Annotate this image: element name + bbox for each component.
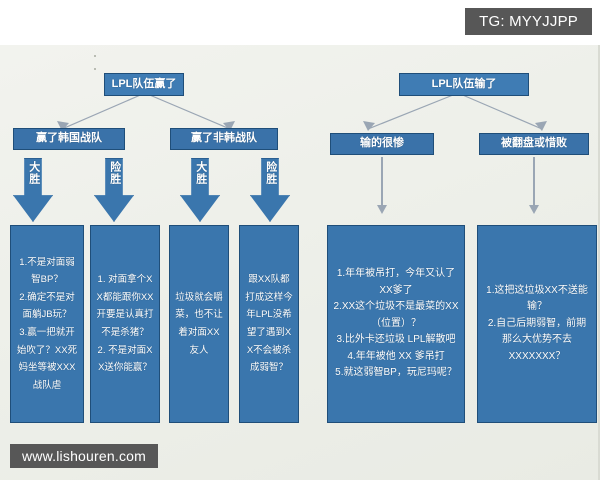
node-label: 被翻盘或惜败 bbox=[501, 137, 567, 150]
canvas-right-border bbox=[598, 45, 600, 480]
leaf-box-4[interactable]: 跟XX队都打成这样今年LPL没希望了遇到XX不会被杀成弱智？ bbox=[239, 225, 299, 423]
arrow-stem bbox=[533, 157, 535, 207]
diagram-canvas: LPL队伍赢了 LPL队伍输了 赢了韩国战队 赢了非韩战队 输的很惨 被翻盘或惜… bbox=[0, 45, 600, 480]
leaf-box-1[interactable]: 1.不是对面弱智BP？ 2.确定不是对面躺JB玩？ 3.赢一把就开始吹了？XX死… bbox=[10, 225, 84, 423]
node-lpl-win[interactable]: LPL队伍赢了 bbox=[104, 73, 184, 96]
arrow-head-icon bbox=[529, 205, 539, 214]
leaf-box-6[interactable]: 1.这把这垃圾XX不送能输？ 2.自己后期弱智，前期那么大优势不去XXXXXXX… bbox=[477, 225, 597, 423]
node-label: LPL队伍输了 bbox=[431, 77, 497, 90]
node-lpl-lose[interactable]: LPL队伍输了 bbox=[399, 73, 529, 96]
connector-lose-split bbox=[363, 92, 547, 131]
decorative-dot bbox=[94, 68, 96, 70]
watermark-top: TG: MYYJJPP bbox=[465, 8, 592, 35]
leaf-box-5[interactable]: 1.年年被吊打，今年又认了XX爹了 2.XX这个垃圾不是最菜的XX（位置）？ 3… bbox=[327, 225, 465, 423]
decorative-dot bbox=[94, 55, 96, 57]
edge-label: 大胜 bbox=[194, 161, 207, 185]
leaf-box-2[interactable]: 1. 对面拿个XX都能跟你XX开要是认真打不是杀猪？ 2. 不是对面XX送你能赢… bbox=[90, 225, 160, 423]
leaf-text: 1.年年被吊打，今年又认了XX爹了 2.XX这个垃圾不是最菜的XX（位置）？ 3… bbox=[333, 268, 459, 379]
connector-win-split bbox=[57, 92, 235, 131]
edge-arrow-big-win-korean: 大胜 bbox=[13, 158, 53, 222]
leaf-text: 1.这把这垃圾XX不送能输？ 2.自己后期弱智，前期那么大优势不去XXXXXXX… bbox=[486, 284, 588, 362]
edge-arrow-big-win-nonkorean: 大胜 bbox=[180, 158, 220, 222]
edge-label: 大胜 bbox=[27, 161, 40, 185]
node-label: 输的很惨 bbox=[360, 137, 404, 150]
leaf-text: 垃圾就会嚼菜，也不让着对面XX友人 bbox=[175, 291, 223, 356]
node-label: 赢了韩国战队 bbox=[36, 132, 102, 145]
edge-label: 险胜 bbox=[264, 161, 277, 185]
node-beat-korean-team[interactable]: 赢了韩国战队 bbox=[13, 128, 125, 150]
node-lost-badly[interactable]: 输的很惨 bbox=[330, 133, 434, 155]
leaf-box-3[interactable]: 垃圾就会嚼菜，也不让着对面XX友人 bbox=[169, 225, 229, 423]
arrow-head-icon bbox=[377, 205, 387, 214]
edge-arrow-narrow-win-nonkorean: 险胜 bbox=[250, 158, 290, 222]
edge-arrow-lost-badly bbox=[376, 157, 388, 215]
edge-arrow-comeback-loss bbox=[528, 157, 540, 215]
leaf-text: 1. 对面拿个XX都能跟你XX开要是认真打不是杀猪？ 2. 不是对面XX送你能赢… bbox=[96, 274, 154, 374]
leaf-text: 1.不是对面弱智BP？ 2.确定不是对面躺JB玩？ 3.赢一把就开始吹了？XX死… bbox=[16, 256, 78, 391]
node-label: 赢了非韩战队 bbox=[191, 132, 257, 145]
edge-label: 险胜 bbox=[108, 161, 121, 185]
edge-arrow-narrow-win-korean: 险胜 bbox=[94, 158, 134, 222]
node-beat-nonkorean-team[interactable]: 赢了非韩战队 bbox=[170, 128, 278, 150]
watermark-bottom: www.lishouren.com bbox=[10, 444, 158, 468]
watermark-top-text: TG: MYYJJPP bbox=[479, 13, 578, 30]
watermark-bottom-text: www.lishouren.com bbox=[22, 448, 146, 464]
arrow-stem bbox=[381, 157, 383, 207]
node-label: LPL队伍赢了 bbox=[111, 77, 177, 90]
leaf-text: 跟XX队都打成这样今年LPL没希望了遇到XX不会被杀成弱智？ bbox=[245, 274, 293, 374]
node-comeback-or-narrow-loss[interactable]: 被翻盘或惜败 bbox=[479, 133, 589, 155]
